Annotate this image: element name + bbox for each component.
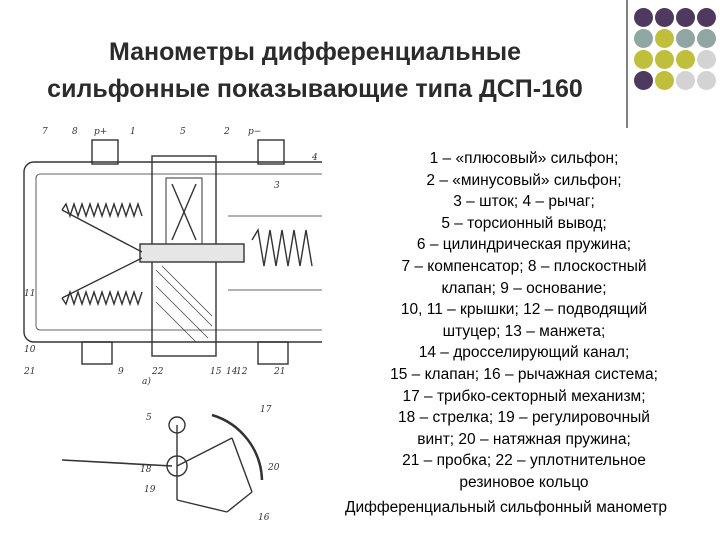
slide-title: Манометры дифференциальные сильфонные по… bbox=[10, 34, 620, 108]
spring bbox=[251, 228, 313, 267]
legend-line: 6 – цилиндрическая пружина; bbox=[416, 236, 632, 254]
decor-dot bbox=[697, 29, 716, 48]
plug-left bbox=[81, 341, 113, 365]
part-label: 17 bbox=[260, 405, 272, 415]
part-label: 12 bbox=[236, 367, 248, 377]
legend-line: 7 – компенсатор; 8 – плоскостный bbox=[401, 257, 647, 275]
part-label: p− bbox=[248, 127, 261, 137]
decor-dot bbox=[676, 8, 695, 27]
bellows-plus-top bbox=[61, 201, 143, 219]
part-label: 5 bbox=[180, 127, 186, 137]
figure-caption: Дифференциальный сильфонный манометр bbox=[344, 499, 668, 516]
legend-line: 17 – трибко-секторный механизм; bbox=[402, 387, 646, 405]
decor-dot bbox=[676, 71, 695, 90]
plug-right bbox=[257, 341, 289, 365]
legend-line: 3 – шток; 4 – рычаг; bbox=[453, 193, 595, 211]
decor-dot bbox=[676, 29, 695, 48]
legend-line: 5 – торсионный вывод; bbox=[441, 214, 607, 232]
decor-dot bbox=[697, 50, 716, 69]
legend-line: клапан; 9 – основание; bbox=[441, 279, 607, 297]
part-label: 11 bbox=[24, 289, 35, 299]
decor-dot bbox=[655, 8, 674, 27]
part-label: 3 bbox=[274, 181, 280, 191]
decor-dot bbox=[697, 71, 716, 90]
pointer bbox=[61, 459, 173, 467]
part-label: 9 bbox=[118, 367, 124, 377]
decor-vertical-line bbox=[626, 0, 628, 128]
part-label: 14 bbox=[226, 367, 238, 377]
legend-line: 2 – «минусовый» сильфон; bbox=[426, 171, 622, 189]
part-label: p+ bbox=[94, 127, 107, 137]
part-label: 5 bbox=[146, 413, 152, 423]
legend-line: резиновое кольцо bbox=[459, 473, 589, 491]
title-line-1: Манометры дифференциальные bbox=[108, 38, 522, 66]
decor-dot bbox=[655, 29, 674, 48]
part-label: 1 bbox=[130, 127, 136, 137]
part-label: 4 bbox=[311, 153, 318, 163]
part-label: а) bbox=[142, 376, 151, 387]
sector bbox=[211, 413, 264, 481]
bellows-plus-bottom bbox=[61, 289, 143, 307]
part-label: 10 bbox=[24, 345, 36, 355]
part-label: 19 bbox=[144, 485, 156, 495]
legend-line: 10, 11 – крышки; 12 – подводящий bbox=[400, 301, 648, 319]
part-label: 16 bbox=[258, 513, 270, 523]
decor-dot bbox=[634, 29, 653, 48]
legend-line: 1 – «плюсовый» сильфон; bbox=[429, 150, 619, 167]
legend-line: 14 – дросселирующий канал; bbox=[418, 344, 630, 362]
part-label: 22 bbox=[151, 367, 164, 377]
part-label: 2 bbox=[223, 127, 230, 137]
part-label: 21 bbox=[273, 367, 285, 377]
part-label: 7 bbox=[42, 127, 48, 137]
decor-dot bbox=[697, 8, 716, 27]
fitting-plus bbox=[91, 139, 119, 165]
legend-line: 15 – клапан; 16 – рычажная система; bbox=[390, 365, 658, 383]
decor-dot bbox=[634, 71, 653, 90]
part-label: 20 bbox=[267, 463, 280, 473]
part-label: 21 bbox=[23, 367, 35, 377]
shaft bbox=[139, 243, 245, 263]
part-label: 18 bbox=[140, 465, 152, 475]
legend-line: винт; 20 – натяжная пружина; bbox=[417, 430, 631, 448]
title-line-2: сильфонные показывающие типа ДСП-160 bbox=[47, 75, 583, 103]
legend-line: 21 – пробка; 22 – уплотнительное bbox=[402, 452, 646, 470]
decor-dot bbox=[634, 50, 653, 69]
decor-dot bbox=[634, 8, 653, 27]
legend-line: 18 – стрелка; 19 – регулировочный bbox=[398, 409, 650, 427]
legend-line: штуцер; 13 – манжета; bbox=[442, 322, 606, 340]
part-label: 8 bbox=[72, 127, 78, 137]
decor-dot bbox=[655, 50, 674, 69]
part-label: 15 bbox=[210, 367, 222, 377]
fitting-minus bbox=[257, 139, 285, 165]
legend-list: 1 – «плюсовый» сильфон; 2 – «минусовый» с… bbox=[336, 148, 712, 494]
decor-dot bbox=[655, 71, 674, 90]
decor-dot bbox=[676, 50, 695, 69]
